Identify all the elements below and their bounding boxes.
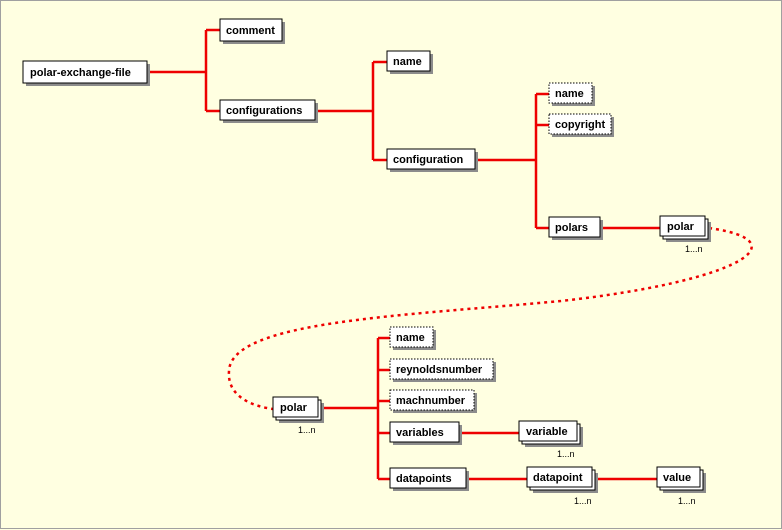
node-polar-reference[interactable]: polar 1...n	[659, 215, 711, 254]
node-label: polars	[555, 222, 588, 234]
node-polar[interactable]: polar 1...n	[272, 396, 324, 435]
node-label: polar-exchange-file	[30, 67, 131, 79]
edge-configuration	[477, 92, 550, 230]
node-reynoldsnumber[interactable]: reynoldsnumber	[389, 358, 496, 382]
node-variable[interactable]: variable 1...n	[518, 420, 583, 459]
node-variables[interactable]: variables	[389, 421, 462, 445]
node-label: polar	[667, 221, 695, 233]
multiplicity-label: 1...n	[685, 244, 703, 254]
node-value[interactable]: value 1...n	[656, 466, 706, 506]
node-machnumber[interactable]: machnumber	[389, 389, 477, 413]
node-configuration[interactable]: configuration	[386, 148, 478, 172]
multiplicity-label: 1...n	[678, 496, 696, 506]
node-label: configuration	[393, 154, 464, 166]
edge-root	[149, 28, 221, 113]
node-polar-name[interactable]: name	[389, 326, 436, 350]
node-label: variables	[396, 427, 444, 439]
node-label: machnumber	[396, 395, 466, 407]
edge-polar	[321, 336, 391, 481]
node-label: datapoint	[533, 472, 583, 484]
node-polars[interactable]: polars	[548, 216, 603, 240]
node-label: name	[555, 88, 584, 100]
node-label: configurations	[226, 105, 302, 117]
node-label: comment	[226, 25, 275, 37]
multiplicity-label: 1...n	[574, 496, 592, 506]
node-label: polar	[280, 402, 308, 414]
multiplicity-label: 1...n	[298, 425, 316, 435]
node-configuration-name[interactable]: name	[548, 82, 595, 106]
node-configurations[interactable]: configurations	[219, 99, 318, 123]
node-datapoints[interactable]: datapoints	[389, 467, 469, 491]
edge-configurations	[317, 60, 388, 162]
node-label: name	[396, 332, 425, 344]
node-polar-exchange-file[interactable]: polar-exchange-file	[22, 60, 150, 86]
node-label: copyright	[555, 119, 605, 131]
node-copyright[interactable]: copyright	[548, 113, 614, 137]
node-label: value	[663, 472, 691, 484]
multiplicity-label: 1...n	[557, 449, 575, 459]
node-label: datapoints	[396, 473, 452, 485]
node-label: name	[393, 56, 422, 68]
node-label: reynoldsnumber	[396, 364, 483, 376]
edge-polar-continuation	[227, 226, 753, 411]
connectors	[149, 28, 753, 481]
node-comment[interactable]: comment	[219, 18, 285, 44]
node-configurations-name[interactable]: name	[386, 50, 433, 74]
node-label: variable	[526, 426, 568, 438]
node-datapoint[interactable]: datapoint 1...n	[526, 466, 598, 506]
